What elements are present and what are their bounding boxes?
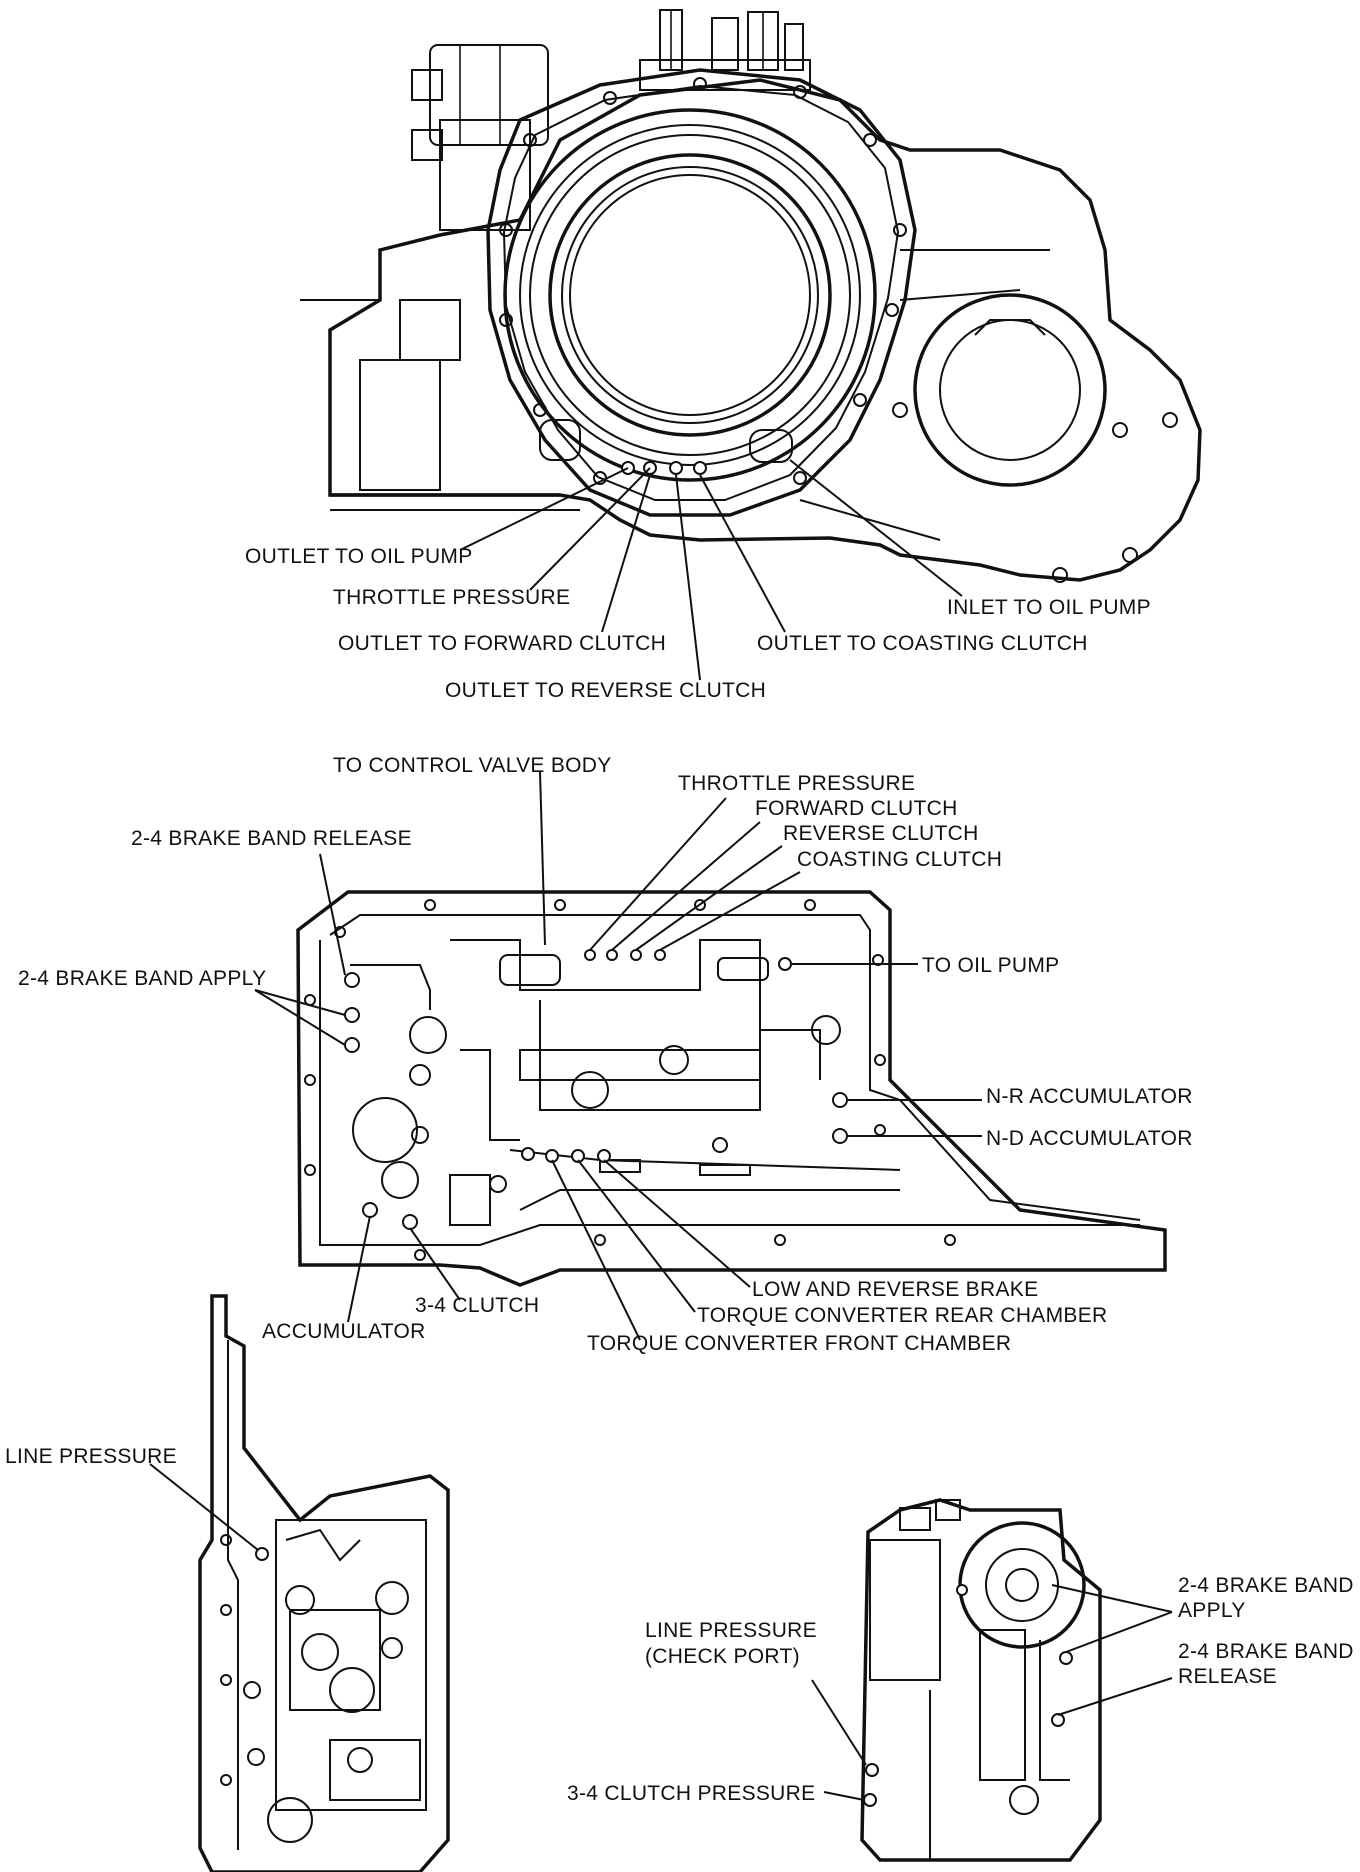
- left-side-outline: [198, 1294, 450, 1872]
- label-inlet-to-oil-pump: INLET TO OIL PUMP: [947, 596, 1151, 619]
- label-outlet-to-reverse-clutch: OUTLET TO REVERSE CLUTCH: [445, 679, 766, 702]
- label-n-d-accumulator: N-D ACCUMULATOR: [986, 1127, 1193, 1150]
- valve-body-ports: [344, 949, 848, 1230]
- transmission-case-left-side-view: LINE PRESSURE: [5, 1294, 450, 1872]
- transmission-case-front-view: OUTLET TO OIL PUMP THROTTLE PRESSURE OUT…: [245, 9, 1202, 702]
- label-to-oil-pump-port: TO OIL PUMP: [922, 954, 1060, 977]
- label-low-and-reverse-brake: LOW AND REVERSE BRAKE: [752, 1278, 1038, 1301]
- bottom-perimeter-bolt-holes: [304, 899, 956, 1261]
- valve-body-passages: [350, 939, 901, 1226]
- transmission-case-right-side-view: LINE PRESSURE (CHECK PORT) 3-4 CLUTCH PR…: [567, 1498, 1354, 1862]
- oil-pump-bore: [503, 108, 877, 482]
- case-bottom-outline: [296, 890, 1167, 1287]
- case-passage-ports: [539, 419, 793, 475]
- label-line-pressure-left: LINE PRESSURE: [5, 1445, 177, 1468]
- label-torque-converter-front-chamber: TORQUE CONVERTER FRONT CHAMBER: [587, 1332, 1011, 1355]
- label-to-control-valve-body: TO CONTROL VALVE BODY: [333, 754, 612, 777]
- case-base-rails: [300, 249, 1050, 541]
- label-outlet-to-oil-pump: OUTLET TO OIL PUMP: [245, 545, 473, 568]
- label-2-4-brake-band-apply: 2-4 BRAKE BAND APPLY: [18, 967, 266, 990]
- transmission-case-bottom-view: TO CONTROL VALVE BODY THROTTLE PRESSURE …: [18, 754, 1193, 1355]
- label-torque-converter-rear-chamber: TORQUE CONVERTER REAR CHAMBER: [697, 1304, 1107, 1327]
- top-valve-fittings: [639, 9, 811, 91]
- label-throttle-pressure: THROTTLE PRESSURE: [333, 586, 570, 609]
- label-outlet-to-coasting-clutch: OUTLET TO COASTING CLUTCH: [757, 632, 1088, 655]
- label-forward-clutch-port: FORWARD CLUTCH: [755, 797, 958, 820]
- label-2-4-brake-band-release: 2-4 BRAKE BAND RELEASE: [131, 827, 412, 850]
- label-throttle-pressure-port: THROTTLE PRESSURE: [678, 772, 915, 795]
- figure-2-labels: TO CONTROL VALVE BODY THROTTLE PRESSURE …: [18, 754, 1193, 1355]
- label-reverse-clutch-port: REVERSE CLUTCH: [783, 822, 979, 845]
- label-2-4-brake-band-release-line2: RELEASE: [1178, 1665, 1277, 1688]
- figure-1-labels: OUTLET TO OIL PUMP THROTTLE PRESSURE OUT…: [245, 545, 1151, 702]
- differential-housing: [892, 293, 1178, 583]
- label-outlet-to-forward-clutch: OUTLET TO FORWARD CLUTCH: [338, 632, 666, 655]
- bell-housing-flange: [486, 68, 917, 517]
- label-3-4-clutch: 3-4 CLUTCH: [415, 1294, 539, 1317]
- label-n-r-accumulator: N-R ACCUMULATOR: [986, 1085, 1193, 1108]
- figure-2-leader-lines: [254, 771, 982, 1341]
- label-2-4-brake-band-apply-line1: 2-4 BRAKE BAND: [1178, 1574, 1354, 1597]
- label-line-pressure-right: LINE PRESSURE: [645, 1619, 817, 1642]
- label-2-4-brake-band-release-line1: 2-4 BRAKE BAND: [1178, 1640, 1354, 1663]
- label-accumulator: ACCUMULATOR: [262, 1320, 426, 1343]
- label-3-4-clutch-pressure: 3-4 CLUTCH PRESSURE: [567, 1782, 815, 1805]
- main-housing-outline: [328, 78, 1202, 582]
- label-check-port: (CHECK PORT): [645, 1645, 800, 1668]
- label-2-4-brake-band-apply-line2: APPLY: [1178, 1599, 1246, 1622]
- figure-1-leader-lines: [459, 459, 963, 681]
- left-bracket-block: [411, 44, 549, 231]
- label-coasting-clutch-port: COASTING CLUTCH: [797, 848, 1002, 871]
